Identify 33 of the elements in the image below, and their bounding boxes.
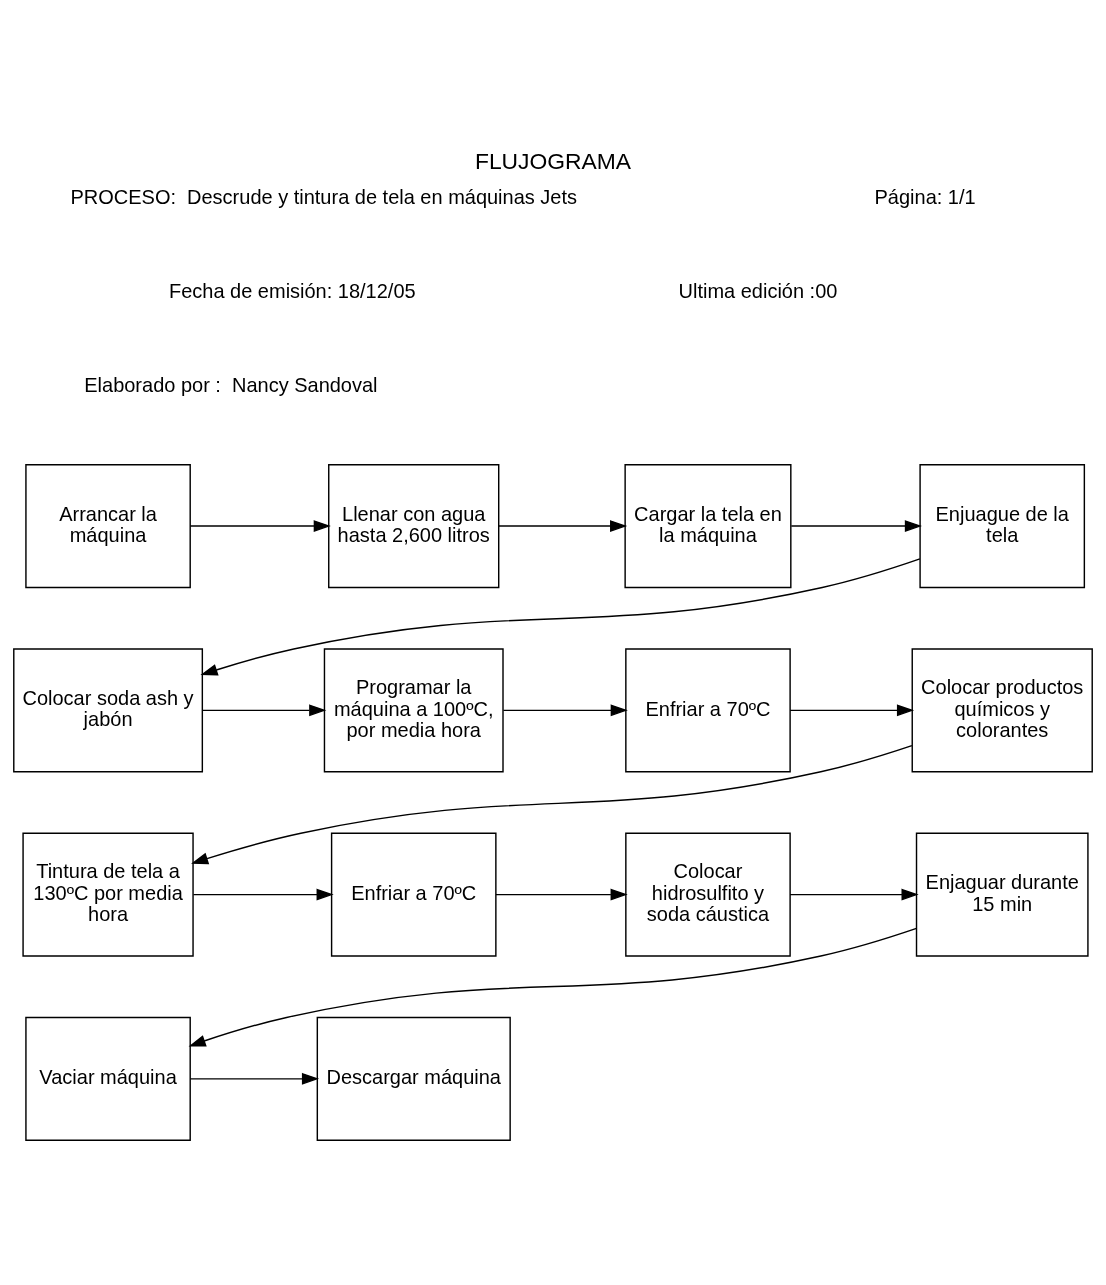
label: Página: 1/1 <box>874 185 976 208</box>
arrow <box>201 704 327 717</box>
node-box: Enfriar a 70ºC <box>625 648 791 773</box>
node-box: Colocar productos químicos y colorantes <box>911 648 1093 773</box>
node-box: Vaciar máquina <box>25 1016 191 1141</box>
node-box: Enjaguar durante 15 min <box>915 832 1089 957</box>
node-box: Cargar la tela en la máquina <box>624 463 792 589</box>
node-box: Programar la máquina a 100ºC, por media hora <box>323 648 504 773</box>
arrow <box>789 888 919 901</box>
node-box: Llenar con agua hasta 2,600 litros <box>328 463 500 589</box>
arrow <box>189 520 331 533</box>
arrow <box>188 927 918 1047</box>
arrow <box>502 704 628 717</box>
arrow <box>189 1072 320 1085</box>
arrow <box>192 888 334 901</box>
node-box: Enfriar a 70ºC <box>330 832 497 957</box>
node-box: Arrancar la máquina <box>25 463 191 589</box>
arrow <box>200 558 921 676</box>
node-box: Descargar máquina <box>316 1016 511 1141</box>
node-box: Colocar soda ash y jabón <box>13 648 204 773</box>
arrow <box>789 704 915 717</box>
diagram-title: FLUJOGRAMA <box>474 147 632 174</box>
node-box: Tintura de tela a 130ºC por media hora <box>22 832 194 957</box>
label: PROCESO: Descrude y tintura de tela en máquinas Jets <box>70 185 577 208</box>
label: Ultima edición :00 <box>678 279 838 302</box>
arrow <box>495 888 628 901</box>
arrow <box>790 520 922 533</box>
label: Elaborado por : Nancy Sandoval <box>84 374 378 397</box>
arrow <box>498 520 628 533</box>
arrow <box>191 744 913 865</box>
node-box: Colocar hidrosulfito y soda cáustica <box>625 832 791 957</box>
node-box: Enjuague de la tela <box>919 463 1086 589</box>
label: Fecha de emisión: 18/12/05 <box>169 279 416 302</box>
